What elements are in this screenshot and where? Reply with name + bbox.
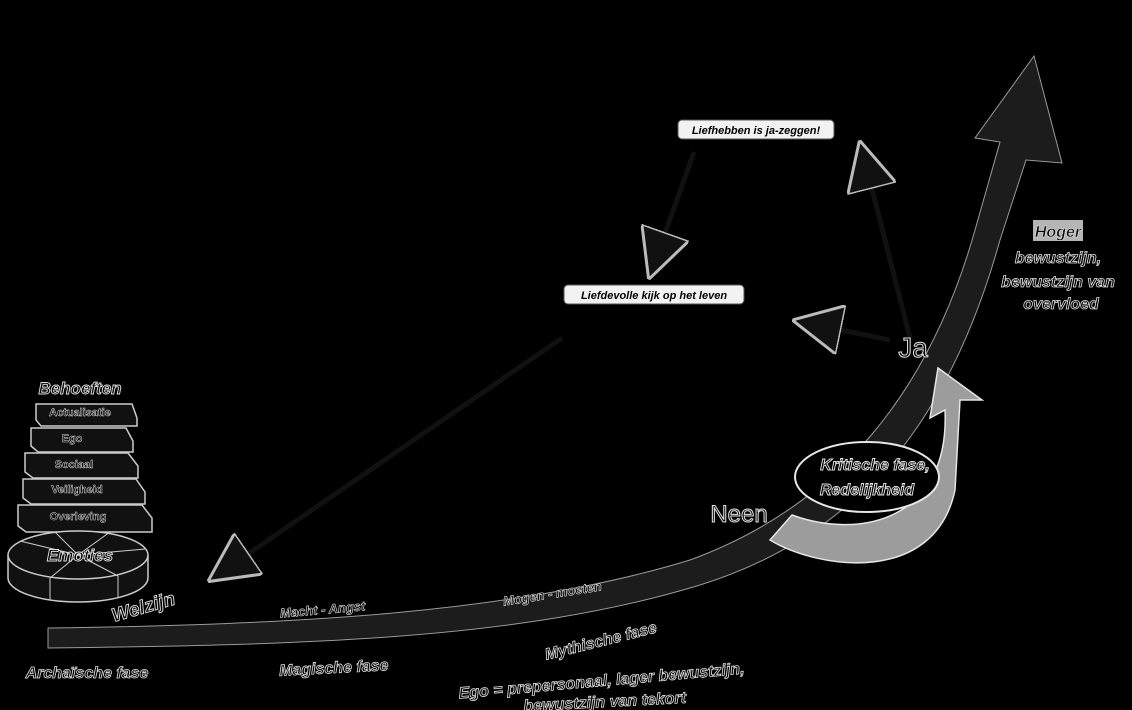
arrow-top-to-middle — [652, 151, 697, 270]
label-magische-fase: Magische fase — [279, 657, 389, 680]
pyramid-level-overleving: Overleving — [17, 504, 153, 533]
level-text-3: Veiligheid — [51, 484, 102, 496]
pyramid-level-veiligheid: Veiligheid — [22, 478, 146, 505]
pyramid-level-sociaal: Sociaal — [24, 452, 139, 479]
box-liefdevolle-text: Liefdevolle kijk op het leven — [581, 290, 727, 302]
hoger-line4: overvloed — [1023, 296, 1100, 313]
label-mythische-fase: Mythische fase — [543, 619, 659, 663]
level-text-0: Actualisatie — [49, 407, 111, 419]
emoties-disc: Emoties — [7, 530, 149, 603]
arrow-ja-to-top — [862, 150, 913, 339]
label-neen: Neen — [710, 501, 767, 528]
hoger-line3: bewustzijn van — [1001, 274, 1115, 291]
level-text-2: Sociaal — [55, 459, 94, 471]
emoties-text: Emoties — [47, 546, 113, 565]
level-text-1: Ego — [62, 433, 83, 445]
box-liefhebben-text: Liefhebben is ja-zeggen! — [692, 125, 821, 137]
pyramid-title: Behoeften — [38, 379, 121, 398]
kritische-line2: Redelijkheid — [820, 482, 915, 499]
label-archaische-fase: Archaïsche fase — [25, 665, 149, 682]
arrow-ja-left — [802, 322, 891, 340]
box-liefhebben: Liefhebben is ja-zeggen! — [677, 119, 835, 140]
kritische-fase-ellipse: Kritische fase, Redelijkheid — [794, 441, 940, 513]
needs-pyramid: Behoeften Actualisatie Ego Sociaal Veili… — [7, 379, 153, 603]
label-ja: Ja — [898, 332, 928, 363]
pyramid-level-actualisatie: Actualisatie — [35, 403, 138, 427]
neen-ja-curved-arrow — [768, 366, 985, 564]
arrow-middle-to-welzijn — [216, 335, 564, 576]
hoger-line1: Hoger — [1035, 224, 1082, 241]
pyramid-level-ego: Ego — [30, 427, 134, 453]
level-text-4: Overleving — [50, 511, 107, 523]
box-liefdevolle: Liefdevolle kijk op het leven — [563, 284, 745, 305]
hoger-bewustzijn-label: Hoger bewustzijn, bewustzijn van overvlo… — [1001, 220, 1116, 313]
hoger-line2: bewustzijn, — [1015, 250, 1101, 267]
kritische-line1: Kritische fase, — [820, 457, 929, 474]
growth-curve — [47, 54, 1063, 649]
